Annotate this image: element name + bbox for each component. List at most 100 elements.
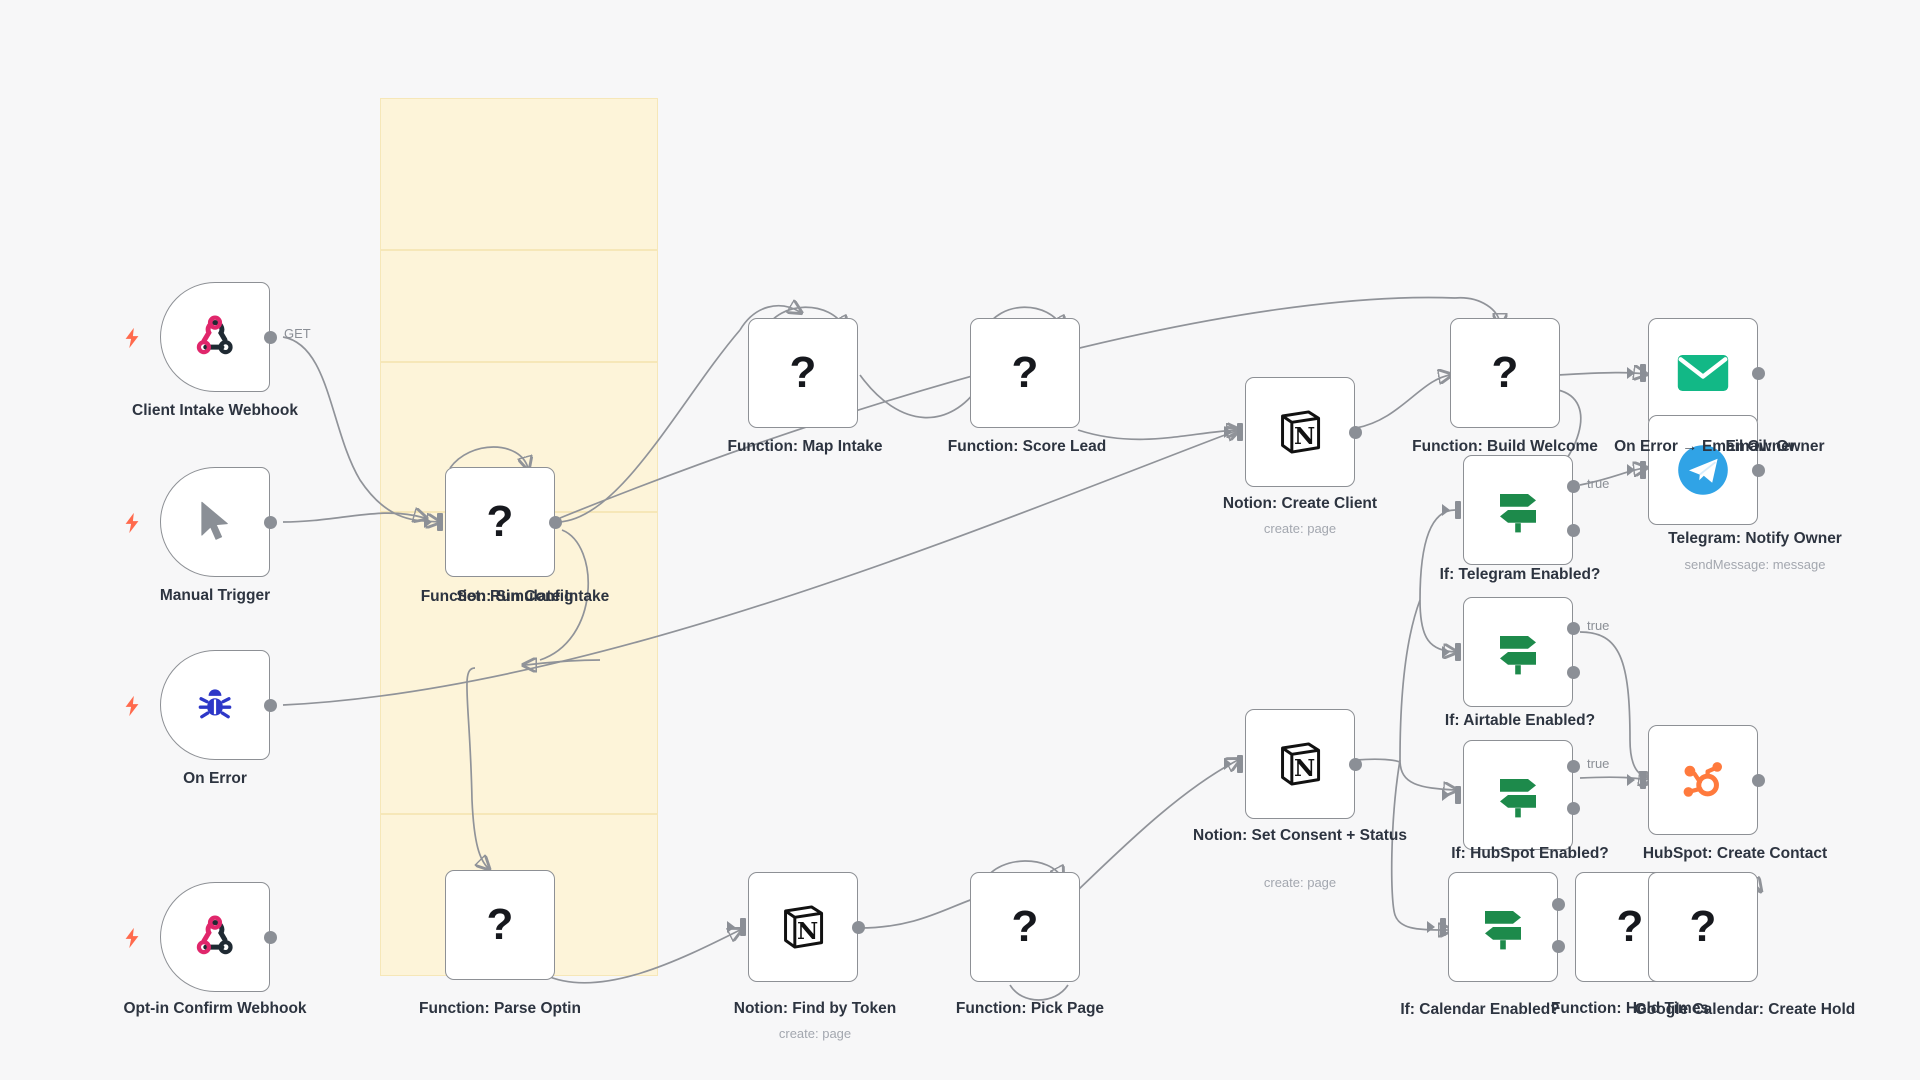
input-stub-if-calendar-enabled[interactable] (1440, 918, 1446, 936)
node-if-calendar-enabled[interactable] (1448, 872, 1558, 982)
edge-label-true: true (1587, 476, 1610, 491)
question-mark-icon: ? (1616, 902, 1644, 951)
subtitle-notion-find-by-token: create: page (778, 1026, 852, 1041)
input-stub-email-owner[interactable] (1640, 364, 1646, 382)
svg-text:N: N (1294, 755, 1315, 782)
output-dot-telegram-notify-owner[interactable] (1752, 464, 1765, 477)
svg-text:N: N (797, 918, 818, 945)
output-dot-true-if-calendar-enabled[interactable] (1552, 898, 1565, 911)
input-stub-notion-find-by-token[interactable] (740, 918, 746, 936)
input-arrow-notion-set-consent-status (1224, 758, 1232, 770)
telegram-icon (1675, 442, 1731, 498)
envelope-icon (1675, 345, 1731, 401)
input-arrow-if-calendar-enabled (1427, 921, 1435, 933)
question-mark-icon: ? (486, 497, 514, 546)
node-function-build-welcome[interactable]: ? (1450, 318, 1560, 428)
input-arrow-if-airtable-enabled (1442, 646, 1450, 658)
notion-icon: N (1272, 404, 1328, 460)
output-dot-optin-confirm-webhook[interactable] (264, 931, 277, 944)
node-function-map-intake[interactable]: ? (748, 318, 858, 428)
input-arrow-function-simulate-intake (424, 516, 432, 528)
node-client-intake-webhook[interactable] (160, 282, 270, 392)
question-mark-icon: ? (1011, 902, 1039, 951)
node-notion-set-consent-status[interactable]: N (1245, 709, 1355, 819)
sticky-note-1[interactable] (380, 98, 658, 250)
question-mark-icon: ? (1689, 902, 1717, 951)
input-stub-if-telegram-enabled[interactable] (1455, 501, 1461, 519)
node-optin-confirm-webhook[interactable] (160, 882, 270, 992)
node-notion-find-by-token[interactable]: N (748, 872, 858, 982)
question-mark-icon: ? (1491, 348, 1519, 397)
edge-label-true: true (1587, 618, 1610, 633)
output-dot-false-if-hubspot-enabled[interactable] (1567, 802, 1580, 815)
subtitle-notion-create-client: create: page (1263, 521, 1337, 536)
node-if-hubspot-enabled[interactable] (1463, 740, 1573, 850)
input-stub-hubspot-create-contact[interactable] (1640, 771, 1646, 789)
output-dot-true-if-telegram-enabled[interactable] (1567, 480, 1580, 493)
edge-label-get: GET (284, 326, 311, 341)
subtitle-telegram-notify-owner: sendMessage: message (1684, 557, 1826, 572)
question-mark-icon: ? (789, 348, 817, 397)
node-function-parse-optin[interactable]: ? (445, 870, 555, 980)
node-telegram-notify-owner[interactable] (1648, 415, 1758, 525)
input-arrow-telegram-notify-owner (1627, 464, 1635, 476)
input-stub-if-airtable-enabled[interactable] (1455, 643, 1461, 661)
cursor-icon (187, 494, 243, 550)
input-stub-telegram-notify-owner[interactable] (1640, 461, 1646, 479)
output-dot-notion-set-consent-status[interactable] (1349, 758, 1362, 771)
trigger-bolt-icon (122, 927, 142, 954)
node-if-telegram-enabled[interactable] (1463, 455, 1573, 565)
output-dot-client-intake-webhook[interactable] (264, 331, 277, 344)
node-function-pick-page[interactable]: ? (970, 872, 1080, 982)
notion-icon: N (1272, 736, 1328, 792)
node-on-error[interactable] (160, 650, 270, 760)
edge-label-true: true (1587, 756, 1610, 771)
output-dot-function-simulate-intake[interactable] (549, 516, 562, 529)
output-dot-false-if-airtable-enabled[interactable] (1567, 666, 1580, 679)
output-dot-on-error[interactable] (264, 699, 277, 712)
trigger-bolt-icon (122, 327, 142, 354)
input-arrow-notion-find-by-token (727, 921, 735, 933)
node-google-calendar-create-hold[interactable]: ? (1648, 872, 1758, 982)
webhook-icon (187, 909, 243, 965)
input-stub-notion-set-consent-status[interactable] (1237, 755, 1243, 773)
trigger-bolt-icon (122, 695, 142, 722)
input-arrow-email-owner (1627, 367, 1635, 379)
hubspot-icon (1675, 752, 1731, 808)
notion-icon: N (775, 899, 831, 955)
node-function-simulate-intake[interactable]: ? (445, 467, 555, 577)
bug-icon (187, 677, 243, 733)
trigger-bolt-icon (122, 512, 142, 539)
output-dot-hubspot-create-contact[interactable] (1752, 774, 1765, 787)
input-arrow-if-hubspot-enabled (1442, 789, 1450, 801)
input-arrow-hubspot-create-contact (1627, 774, 1635, 786)
input-stub-function-simulate-intake[interactable] (437, 513, 443, 531)
output-dot-manual-trigger[interactable] (264, 516, 277, 529)
node-function-score-lead[interactable]: ? (970, 318, 1080, 428)
input-stub-if-hubspot-enabled[interactable] (1455, 786, 1461, 804)
if-signpost-icon (1475, 899, 1531, 955)
if-signpost-icon (1490, 767, 1546, 823)
sticky-note-2[interactable] (380, 250, 658, 362)
node-on-error-email-owner[interactable] (1648, 318, 1758, 428)
output-dot-true-if-hubspot-enabled[interactable] (1567, 760, 1580, 773)
output-dot-notion-create-client[interactable] (1349, 426, 1362, 439)
question-mark-icon: ? (1011, 348, 1039, 397)
webhook-icon (187, 309, 243, 365)
output-dot-email-owner[interactable] (1752, 367, 1765, 380)
input-arrow-if-telegram-enabled (1442, 504, 1450, 516)
node-hubspot-create-contact[interactable] (1648, 725, 1758, 835)
output-dot-false-if-calendar-enabled[interactable] (1552, 940, 1565, 953)
output-dot-notion-find-by-token[interactable] (852, 921, 865, 934)
output-dot-true-if-airtable-enabled[interactable] (1567, 622, 1580, 635)
if-signpost-icon (1490, 624, 1546, 680)
subtitle-notion-set-consent-status: create: page (1263, 875, 1337, 890)
node-notion-create-client[interactable]: N (1245, 377, 1355, 487)
node-manual-trigger[interactable] (160, 467, 270, 577)
question-mark-icon: ? (486, 900, 514, 949)
input-arrow-notion-create-client (1224, 426, 1232, 438)
input-stub-notion-create-client[interactable] (1237, 423, 1243, 441)
output-dot-false-if-telegram-enabled[interactable] (1567, 524, 1580, 537)
node-if-airtable-enabled[interactable] (1463, 597, 1573, 707)
